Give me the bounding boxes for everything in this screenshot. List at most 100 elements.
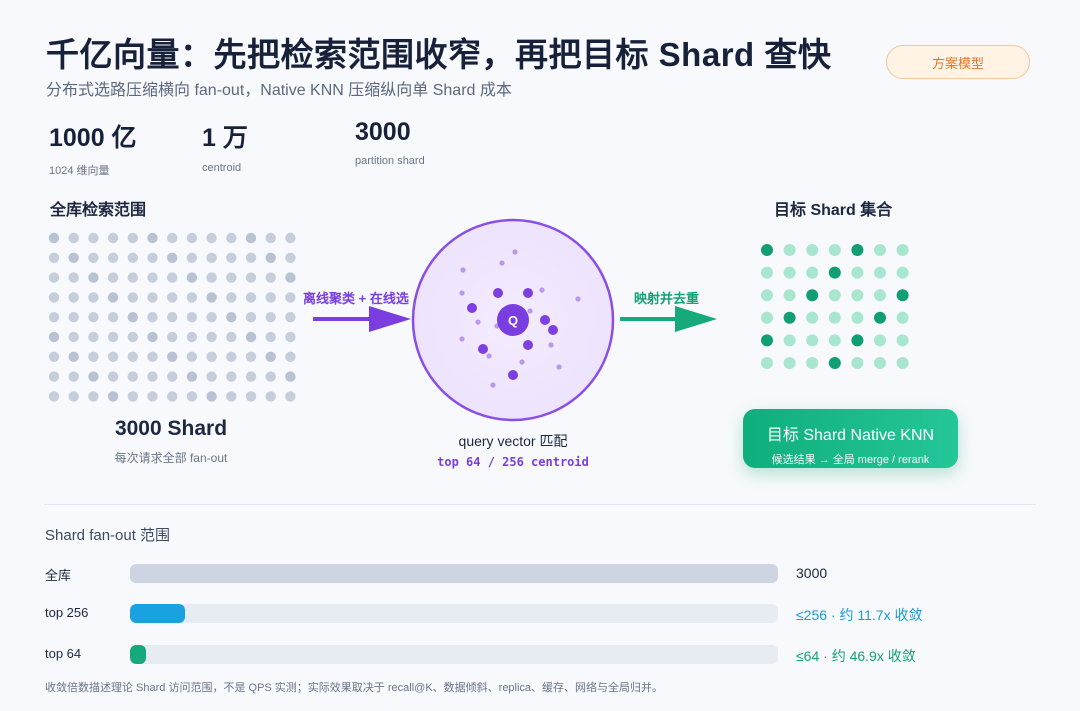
shard-dot [48,371,60,382]
fanout-track [130,604,778,623]
target-shard-dot [828,289,841,302]
stat-value: 3000 [355,118,411,146]
target-shard-dot [851,289,864,302]
shard-dot [206,292,217,303]
stat-label: 1024 维向量 [49,165,110,177]
centroid-dot [540,315,550,325]
centroid-dot [523,288,533,298]
target-shard-dot [828,244,841,256]
shard-dot [68,371,79,382]
shard-dot [48,312,60,323]
target-shard-dot [851,244,864,256]
shard-dot [107,391,119,402]
shard-dot [245,351,257,362]
stat-value: 1 万 [202,124,248,152]
centroid-dot [548,342,554,348]
shard-dot [147,292,158,303]
centroid-dot [519,359,525,365]
shard-dot [48,272,60,283]
shard-dot [107,252,119,263]
centroid-dot [478,344,488,354]
target-shard-dot [874,357,886,369]
shard-dot [245,371,257,382]
centroid-dot [493,288,503,298]
footnote: 收敛倍数描述理论 Shard 访问范围，不是 QPS 实测；实际效果取决于 re… [45,682,664,694]
shard-dot [206,272,217,283]
shard-dot [285,252,296,263]
shard-dot [88,371,99,382]
centroid-dot [459,290,465,296]
shard-dot [265,391,276,402]
shard-dot [68,272,79,283]
fanout-row-label: top 64 [45,646,82,661]
shard-dot [48,351,60,362]
shard-dot [186,252,198,263]
stat-label: centroid [202,162,242,174]
fanout-value: ≤256 · 约 11.7x 收敛 [796,607,923,623]
shard-dot [245,391,257,402]
shard-dot [285,371,296,382]
target-shard-dot [896,244,909,256]
fanout-heading: Shard fan-out 范围 [45,527,171,544]
fanout-row-top256: top 256 ≤256 · 约 11.7x 收敛 [45,602,1035,624]
arrow2-head [675,306,717,332]
target-shard-dot [761,334,773,347]
shard-dot [167,391,178,402]
shard-dot [68,312,79,323]
target-shard-dot [806,289,819,302]
target-shard-dot [896,311,909,324]
native-knn-box[interactable]: 目标 Shard Native KNN 候选结果 → 全局 merge / re… [743,409,958,468]
shard-dot [127,232,138,244]
target-shard-dot [828,311,841,324]
shard-dot [206,331,217,343]
shard-dot [265,331,276,343]
full-shard-note: 每次请求全部 fan-out [114,451,228,465]
shard-dot [68,331,79,343]
centroid-dot [575,296,581,302]
fanout-track [130,645,778,664]
shard-dot [107,371,119,382]
shard-dot [48,232,60,244]
shard-dot [127,252,138,263]
target-shard-dot [896,357,909,369]
shard-dot [127,351,138,362]
fanout-fill [130,604,186,623]
target-shard-dot [761,266,773,279]
fanout-value: 3000 [796,565,828,581]
shard-dot [48,391,60,402]
full-shard-count: 3000 Shard [114,417,228,440]
target-shard-dot [874,266,886,279]
target-shard-dot [896,266,909,279]
target-shard-dot [761,311,773,324]
shard-dot [226,331,237,343]
shard-dot [107,351,119,362]
shard-dot [265,292,276,303]
shard-dot [285,312,296,323]
shard-dot [167,371,178,382]
full-shard-grid [48,232,296,402]
target-shard-dot [761,244,773,256]
stat-vectors: 1000 亿 1024 维向量 [49,118,137,178]
shard-dot [48,331,60,343]
target-shard-dot [851,311,864,324]
scheme-model-tag[interactable]: 方案模型 [886,45,1030,79]
shard-dot [186,371,198,382]
centroid-dot [459,336,465,342]
shard-dot [88,331,99,343]
shard-dot [127,272,138,283]
target-shard-dot [828,334,841,347]
shard-dot [226,292,237,303]
target-shard-dot [851,334,864,347]
knn-subtitle: 候选结果 → 全局 merge / rerank [771,454,930,466]
shard-dot [186,331,198,343]
shard-dot [68,391,79,402]
shard-dot [147,371,158,382]
right-section-title: 目标 Shard 集合 [774,202,893,219]
shard-dot [226,272,237,283]
target-shard-dot [783,244,796,256]
shard-dot [48,252,60,263]
shard-dot [147,331,158,343]
target-shard-dot [851,266,864,279]
shard-dot [285,351,296,362]
target-shard-dot [806,311,819,324]
